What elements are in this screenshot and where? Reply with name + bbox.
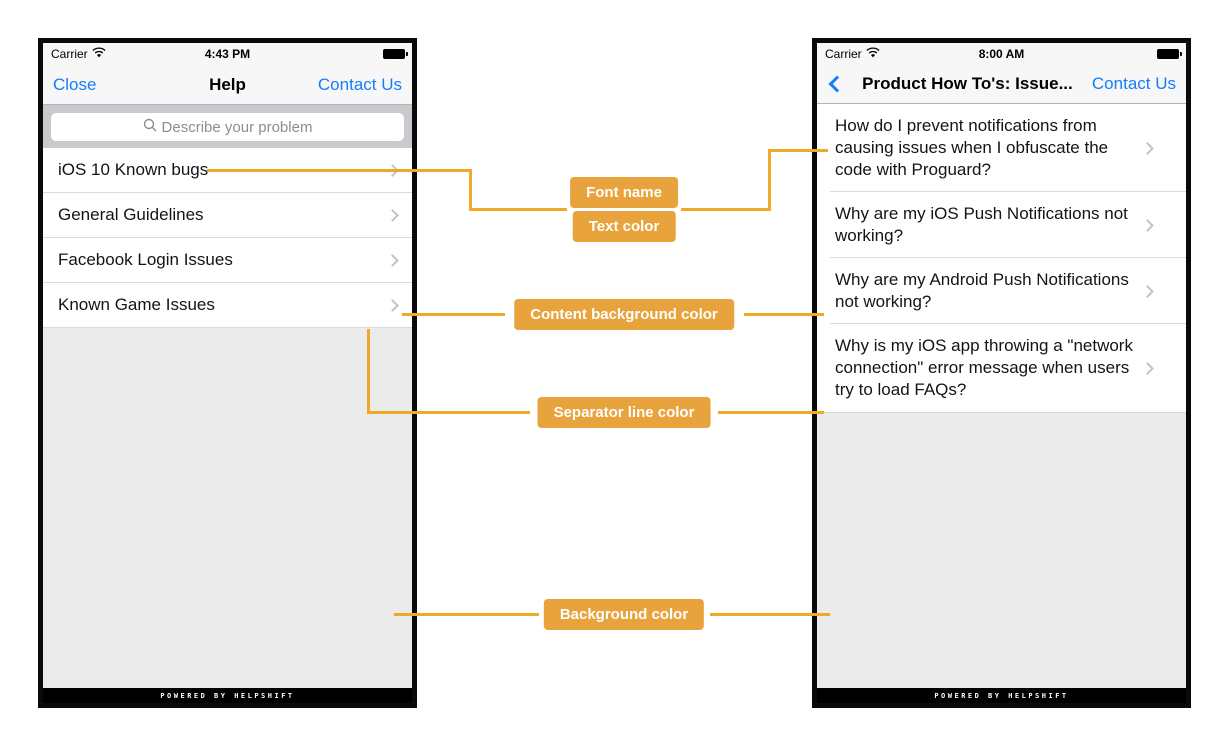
connector-content-bg-right <box>744 313 824 316</box>
search-bar-container: Describe your problem <box>43 104 412 148</box>
phone-right-screen: Carrier 8:00 AM Product How To's: Issue.… <box>817 43 1186 703</box>
screen-background <box>43 328 412 688</box>
contact-us-button[interactable]: Contact Us <box>1091 74 1176 93</box>
badge-content-background: Content background color <box>514 299 734 330</box>
connector-background-right <box>710 613 830 616</box>
list-item[interactable]: Facebook Login Issues <box>43 238 412 283</box>
page-title: Product How To's: Issue... <box>862 74 1073 93</box>
chevron-right-icon <box>386 253 399 267</box>
chevron-right-icon <box>386 208 399 222</box>
close-button[interactable]: Close <box>53 74 97 94</box>
list-item[interactable]: General Guidelines <box>43 193 412 238</box>
screen-background <box>817 413 1186 688</box>
chevron-right-icon <box>386 298 399 312</box>
status-bar: Carrier 4:43 PM <box>43 43 412 65</box>
connector-font-name-left <box>469 169 472 211</box>
carrier-group: Carrier <box>825 43 880 65</box>
phone-left-screen: Carrier 4:43 PM Close Help Contact Us <box>43 43 412 703</box>
powered-by-footer: POWERED BY HELPSHIFT <box>817 688 1186 703</box>
nav-bar: Close Help Contact Us <box>43 65 412 104</box>
battery-icon <box>383 49 408 59</box>
carrier-label: Carrier <box>825 47 862 61</box>
phone-left: Carrier 4:43 PM Close Help Contact Us <box>38 38 417 708</box>
connector-font-name-right <box>681 208 771 211</box>
powered-by-footer: POWERED BY HELPSHIFT <box>43 688 412 703</box>
badge-font-name: Font name <box>570 177 678 208</box>
faq-item[interactable]: How do I prevent notifications from caus… <box>817 104 1186 192</box>
connector-background-left <box>394 613 539 616</box>
wifi-icon <box>92 45 106 63</box>
chevron-right-icon <box>1141 361 1154 375</box>
faq-item[interactable]: Why are my iOS Push Notifications not wo… <box>817 192 1186 258</box>
faq-list: How do I prevent notifications from caus… <box>817 104 1186 413</box>
back-chevron-icon[interactable] <box>828 75 846 93</box>
connector-font-name-left <box>469 208 567 211</box>
list-item[interactable]: Known Game Issues <box>43 283 412 328</box>
chevron-right-icon <box>1141 218 1154 232</box>
carrier-label: Carrier <box>51 47 88 61</box>
connector-separator-left <box>367 329 370 414</box>
status-time: 4:43 PM <box>204 47 251 61</box>
phone-right: Carrier 8:00 AM Product How To's: Issue.… <box>812 38 1191 708</box>
badge-background-color: Background color <box>543 599 705 630</box>
battery-icon <box>1157 49 1182 59</box>
status-bar: Carrier 8:00 AM <box>817 43 1186 65</box>
faq-item[interactable]: Why is my iOS app throwing a "network co… <box>817 324 1186 412</box>
status-time: 8:00 AM <box>978 47 1025 61</box>
badge-separator-line: Separator line color <box>537 397 711 428</box>
chevron-right-icon <box>1141 284 1154 298</box>
carrier-group: Carrier <box>51 43 106 65</box>
search-icon <box>143 118 157 137</box>
nav-bar: Product How To's: Issue... Contact Us <box>817 65 1186 104</box>
chevron-right-icon <box>1141 141 1154 155</box>
search-input[interactable]: Describe your problem <box>51 113 404 141</box>
connector-font-name-left <box>207 169 472 172</box>
contact-us-button[interactable]: Contact Us <box>317 74 402 94</box>
search-placeholder: Describe your problem <box>161 118 313 136</box>
wifi-icon <box>866 45 880 63</box>
connector-font-name-right <box>768 149 771 211</box>
badge-text-color: Text color <box>572 211 676 242</box>
connector-font-name-right <box>768 149 828 152</box>
connector-separator-right <box>718 411 824 414</box>
faq-item[interactable]: Why are my Android Push Notifications no… <box>817 258 1186 324</box>
connector-content-bg-left <box>402 313 505 316</box>
page-title: Help <box>209 74 246 94</box>
connector-separator-left <box>367 411 530 414</box>
